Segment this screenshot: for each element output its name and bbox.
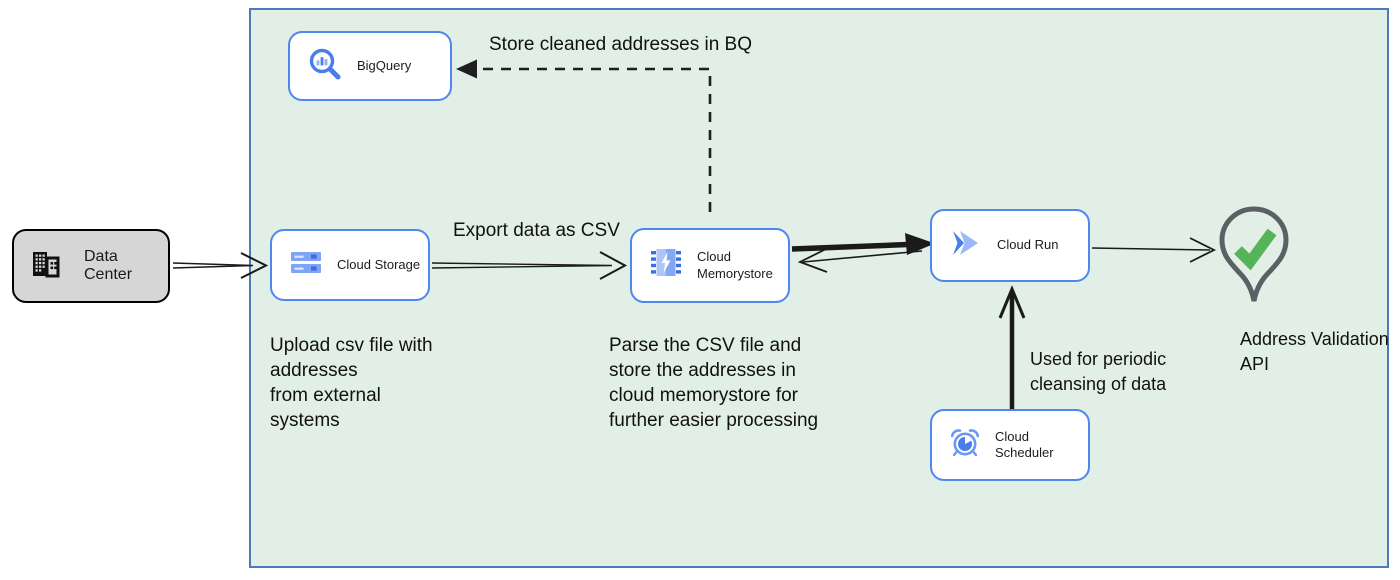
annotation-upload-csv: Upload csv file with addresses from exte… <box>270 335 433 431</box>
node-address-validation-api[interactable] <box>1218 204 1290 306</box>
node-label: Cloud Storage <box>337 256 421 272</box>
node-cloud-run[interactable]: Cloud Run <box>930 209 1090 282</box>
node-cloud-storage[interactable]: Cloud Storage <box>270 229 430 301</box>
map-pin-check-icon <box>1218 206 1290 310</box>
cloud-run-chevron-icon <box>950 230 982 261</box>
alarm-clock-icon <box>950 428 980 463</box>
node-cloud-memorystore[interactable]: Cloud Memorystore <box>630 228 790 303</box>
storage-buckets-icon <box>290 250 322 281</box>
annotation-export-csv: Export data as CSV <box>453 220 620 241</box>
node-label: BigQuery <box>357 57 412 73</box>
memory-chip-icon <box>650 248 682 283</box>
node-bigquery[interactable]: BigQuery <box>288 31 452 101</box>
node-cloud-scheduler[interactable]: Cloud Scheduler <box>930 409 1090 481</box>
node-data-center[interactable]: Data Center <box>12 229 170 303</box>
bigquery-magnifier-icon <box>308 47 342 86</box>
annotation-store-cleaned: Store cleaned addresses in BQ <box>489 34 752 55</box>
node-label: Cloud Run <box>997 237 1059 253</box>
cloud-boundary <box>249 8 1389 568</box>
node-label: Data Center <box>84 248 133 283</box>
address-validation-api-label: Address Validation API <box>1240 329 1389 374</box>
node-label: Cloud Scheduler <box>995 428 1054 460</box>
building-icon <box>30 250 62 283</box>
node-label: Cloud Memorystore <box>697 249 773 281</box>
annotation-periodic-cleansing: Used for periodic cleansing of data <box>1030 349 1167 394</box>
annotation-parse-csv: Parse the CSV file and store the address… <box>609 335 819 431</box>
